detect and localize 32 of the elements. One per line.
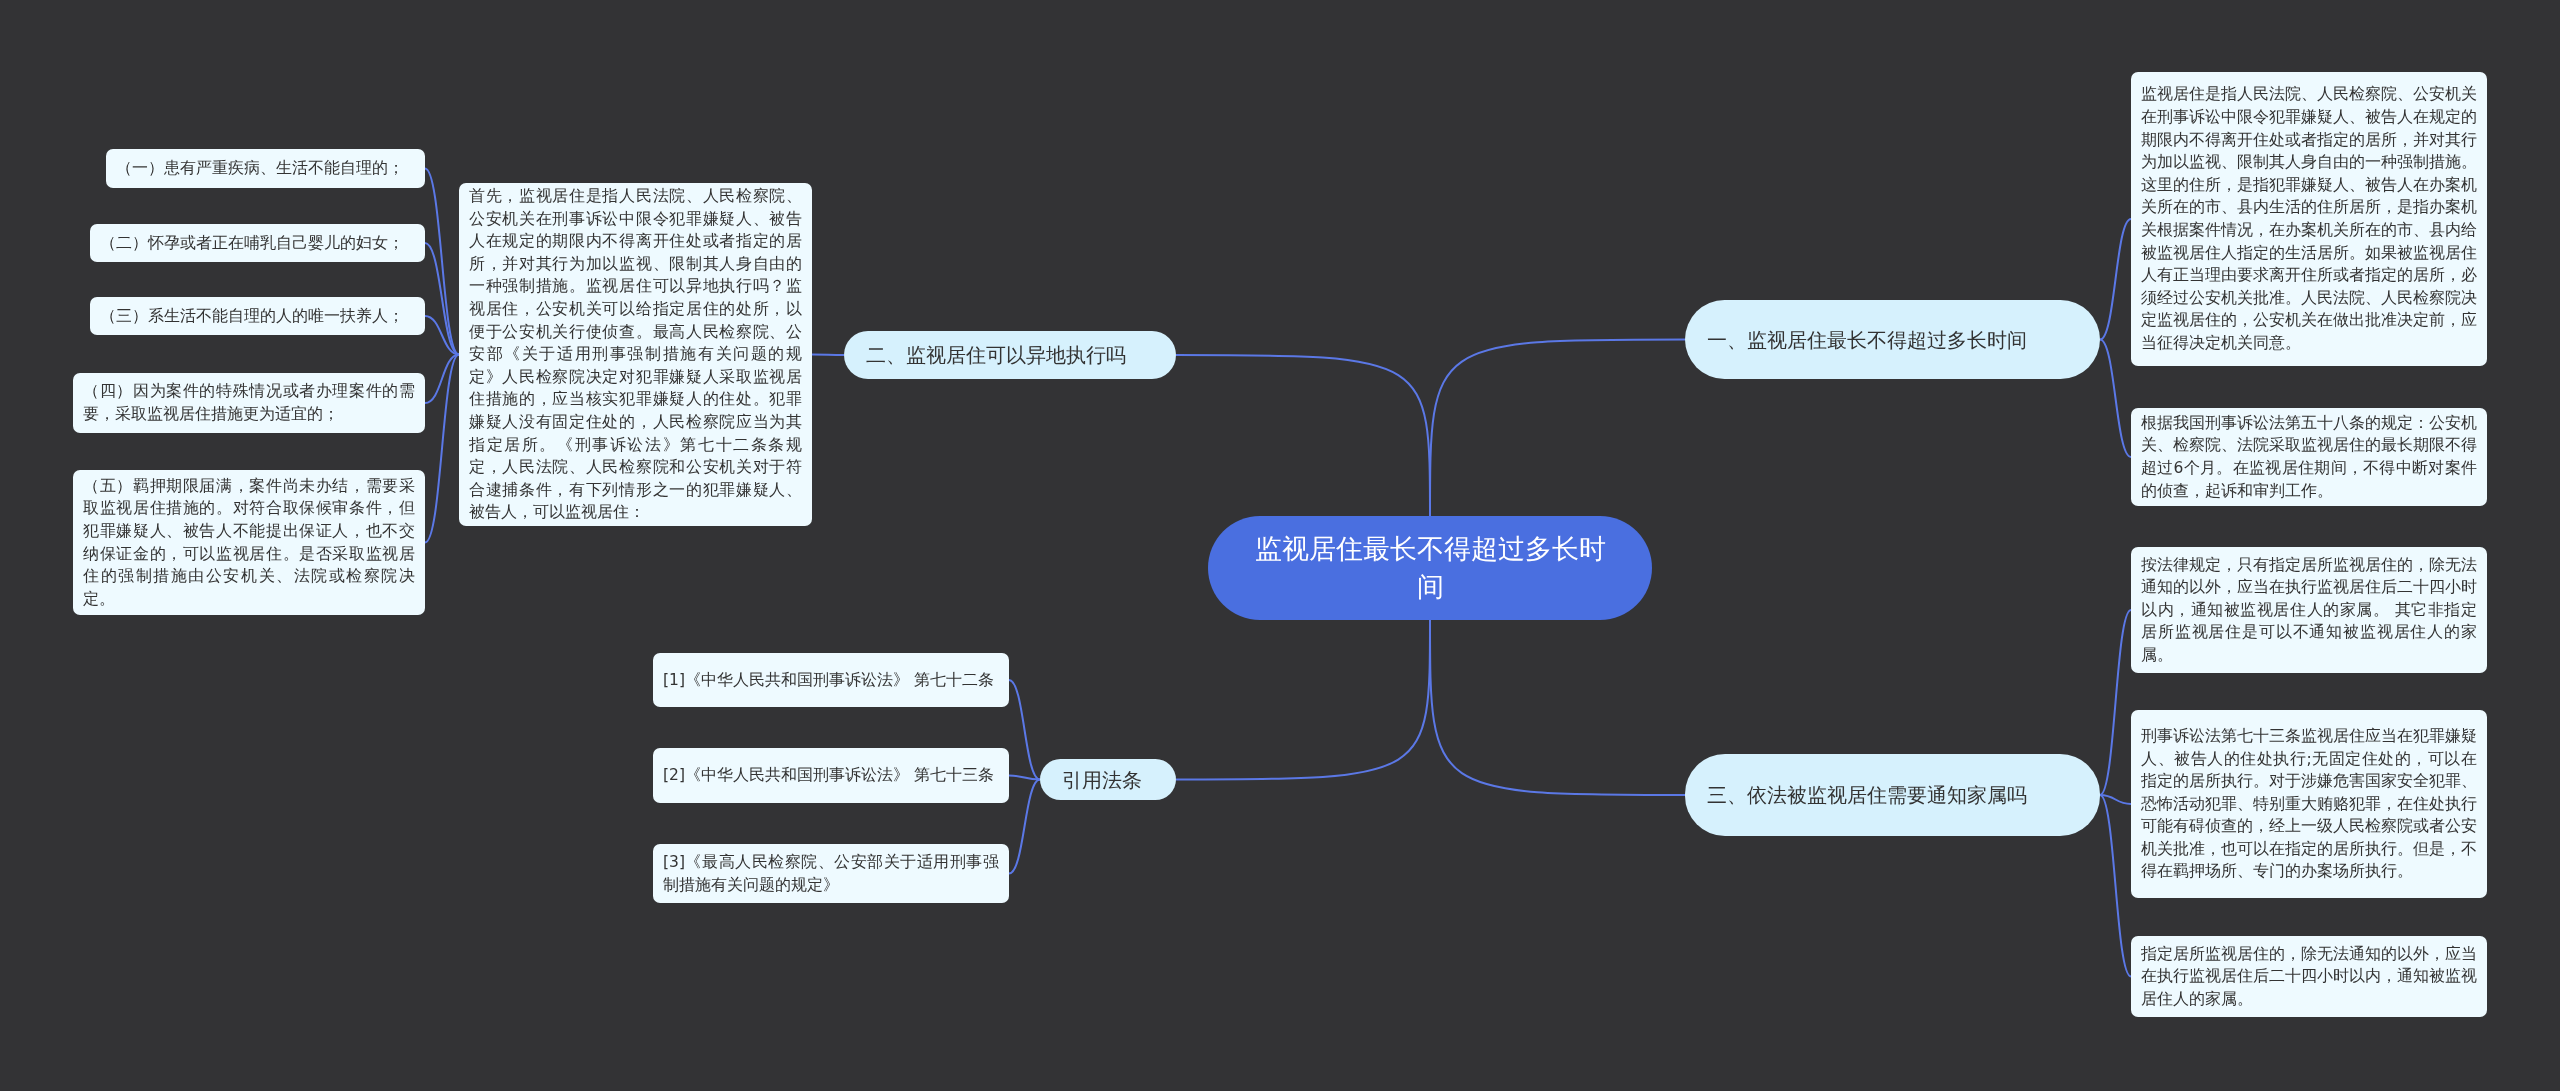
topic-bubble: 二、监视居住可以异地执行吗 — [844, 331, 1176, 379]
connector-line — [2099, 794, 2132, 805]
text-card: [1]《中华人民共和国刑事诉讼法》 第七十二条 — [653, 653, 1009, 707]
text-card: （二）怀孕或者正在哺乳自己婴儿的妇女； — [90, 224, 425, 262]
topic-bubble: 三、依法被监视居住需要通知家属吗 — [1685, 754, 2100, 836]
connector-line — [1008, 774, 1041, 781]
connector-line — [2099, 218, 2132, 341]
connector-line — [811, 353, 845, 356]
text-card: 根据我国刑事诉讼法第五十八条的规定：公安机关、检察院、法院采取监视居住的最长期限不得超过6个月。在监视居住期间，不得中断对案件的侦查，起诉和审判工作。 — [2131, 408, 2487, 506]
connector-line — [1175, 354, 1431, 517]
connector-line — [2099, 794, 2132, 978]
text-card: （三）系生活不能自理的人的唯一扶养人； — [90, 297, 425, 335]
connector-line — [2099, 338, 2132, 458]
text-card: （四）因为案件的特殊情况或者办理案件的需要，采取监视居住措施更为适宜的； — [73, 373, 425, 433]
text-card: 监视居住是指人民法院、人民检察院、公安机关在刑事诉讼中限令犯罪嫌疑人、被告人在规定的期限内不得离开住处或者指定的居所，并对其行为加以监视、限制其人身自由的一种强制措施。这里的住所，是指犯罪嫌疑人、被告人在办案机关所在的市、县内生活的住所居所，是指办案机关根据案件情况，在办案机关所在的市、县内给被监视居住人指定的生活居所。如果被监视居住人有正当理由要求离开住所或者指定的居所，必须经过公安机关批准。人民法院、人民检察院决定监视居住的，公安机关在做出批准决定前，应当征得决定机关同意。 — [2131, 72, 2487, 366]
topic-bubble: 引用法条 — [1040, 759, 1176, 800]
text-card: [3]《最高人民检察院、公安部关于适用刑事强制措施有关问题的规定》 — [653, 844, 1009, 903]
topic-bubble: 一、监视居住最长不得超过多长时间 — [1685, 300, 2100, 379]
text-card: 按法律规定，只有指定居所监视居住的，除无法通知的以外，应当在执行监视居住后二十四小时以内，通知被监视居住人的家属。 其它非指定居所监视居住是可以不通知被监视居住人的家属。 — [2131, 547, 2487, 673]
connector-line — [1008, 679, 1041, 781]
connector-line — [1008, 778, 1041, 875]
text-card: 刑事诉讼法第七十三条监视居住应当在犯罪嫌疑人、被告人的住处执行;无固定住处的，可以在指定的居所执行。对于涉嫌危害国家安全犯罪、恐怖活动犯罪、特别重大贿赂犯罪，在住处执行可能有碍侦查的，经上一级人民检察院或者公安机关批准，也可以在指定的居所执行。但是，不得在羁押场所、专门的办案场所执行。 — [2131, 710, 2487, 898]
connector-line — [2099, 609, 2132, 796]
central-topic: 监视居住最长不得超过多长时间 — [1208, 516, 1652, 620]
connector-line — [1175, 619, 1431, 781]
text-card: 首先，监视居住是指人民法院、人民检察院、公安机关在刑事诉讼中限令犯罪嫌疑人、被告人在规定的期限内不得离开住处或者指定的居所，并对其行为加以监视、限制其人身自由的一种强制措施。监视居住可以异地执行吗？监视居住，公安机关可以给指定居住的处所，以便于公安机关行使侦查。最高人民检察院、公安部《关于适用刑事强制措施有关问题的规定》人民检察院决定对犯罪嫌疑人采取监视居住措施的，应当核实犯罪嫌疑人的住处。犯罪嫌疑人没有固定住处的，人民检察院应当为其指定居所。《刑事诉讼法》第七十二条条规定，人民法院、人民检察院和公安机关对于符合逮捕条件，有下列情形之一的犯罪嫌疑人、被告人，可以监视居住： — [459, 183, 812, 526]
text-card: （五）羁押期限届满，案件尚未办结，需要采取监视居住措施的。对符合取保候审条件，但犯罪嫌疑人、被告人不能提出保证人，也不交纳保证金的，可以监视居住。是否采取监视居住的强制措施由公安机关、法院或检察院决定。 — [73, 470, 425, 615]
connector-line — [424, 353, 460, 404]
text-card: [2]《中华人民共和国刑事诉讼法》 第七十三条 — [653, 748, 1009, 803]
text-card: 指定居所监视居住的，除无法通知的以外，应当在执行监视居住后二十四小时以内，通知被监视居住人的家属。 — [2131, 936, 2487, 1017]
text-card: （一）患有严重疾病、生活不能自理的； — [106, 149, 425, 188]
connector-line — [424, 353, 460, 544]
